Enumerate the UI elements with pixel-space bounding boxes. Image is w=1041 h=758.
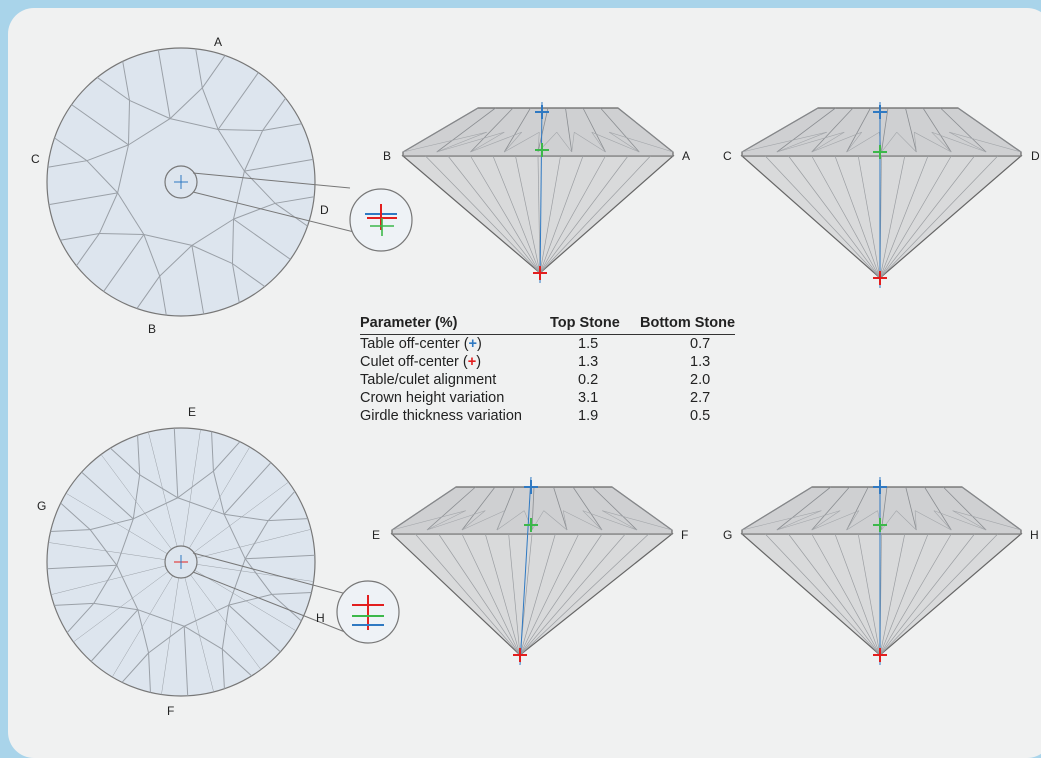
label-g: G [37,499,46,513]
label-b: B [148,322,156,336]
label-side-a: A [682,149,690,163]
row-parameter: Girdle thickness variation [360,407,550,425]
header-top-stone: Top Stone [550,313,640,335]
row-bottom-value: 2.7 [690,390,711,406]
label-c: C [31,152,40,166]
bottom-magnified-markers [352,595,384,630]
label-side-b: B [383,149,391,163]
row-parameter: Crown height variation [360,389,550,407]
label-a: A [214,35,222,49]
row-bottom-value: 0.5 [690,408,711,424]
row-parameter: Culet off-center (+) [360,354,482,370]
row-top-value: 1.3 [578,354,599,370]
row-parameter-label: Table/culet alignment [360,372,497,388]
row-parameter-label: Girdle thickness variation [360,408,522,424]
top-stone-side-c-d [740,102,1023,288]
label-f: F [167,704,174,718]
header-parameter: Parameter (%) [360,313,550,335]
label-h: H [316,611,325,625]
label-side-g: G [723,528,732,542]
row-parameter-label: Culet off-center [360,354,459,370]
row-top-value: 1.5 [578,336,599,352]
row-top-value: 1.9 [578,408,599,424]
blue-cross-icon: + [468,336,478,352]
row-bottom-value: 1.3 [690,354,711,370]
top-magnified-markers [365,204,397,236]
bottom-stone-side-g-h [740,477,1023,665]
row-parameter-label: Table off-center [360,336,460,352]
row-parameter-label: Crown height variation [360,390,505,406]
table-row: Table/culet alignment 0.2 2.0 [360,371,735,389]
table-header-row: Parameter (%) Top Stone Bottom Stone [360,313,736,335]
top-stone-face-view: A B C D [31,35,413,336]
label-e: E [188,405,196,419]
label-d: D [320,203,329,217]
row-top-value: 3.1 [578,390,599,406]
row-top-value: 0.2 [578,372,599,388]
label-side-h: H [1030,528,1039,542]
table-row: Crown height variation 3.1 2.7 [360,389,735,407]
row-parameter: Table/culet alignment [360,371,550,389]
table-row: Culet off-center (+) 1.3 1.3 [360,353,735,371]
red-cross-icon: + [467,354,477,370]
label-side-f: F [681,528,688,542]
table-row: Table off-center (+) 1.5 0.7 [360,335,735,354]
table-row: Girdle thickness variation 1.9 0.5 [360,407,735,425]
bottom-stone-face-view: E F G H [37,405,400,718]
label-side-d: D [1031,149,1040,163]
label-side-c: C [723,149,732,163]
label-side-e: E [372,528,380,542]
row-parameter: Table off-center (+) [360,336,482,352]
top-stone-side-b-a [401,101,675,284]
bottom-stone-side-e-f [390,476,674,666]
parameter-table: Parameter (%) Top Stone Bottom Stone Tab… [360,313,736,425]
row-bottom-value: 2.0 [690,372,711,388]
header-bottom-stone: Bottom Stone [640,313,736,335]
row-bottom-value: 0.7 [690,336,711,352]
